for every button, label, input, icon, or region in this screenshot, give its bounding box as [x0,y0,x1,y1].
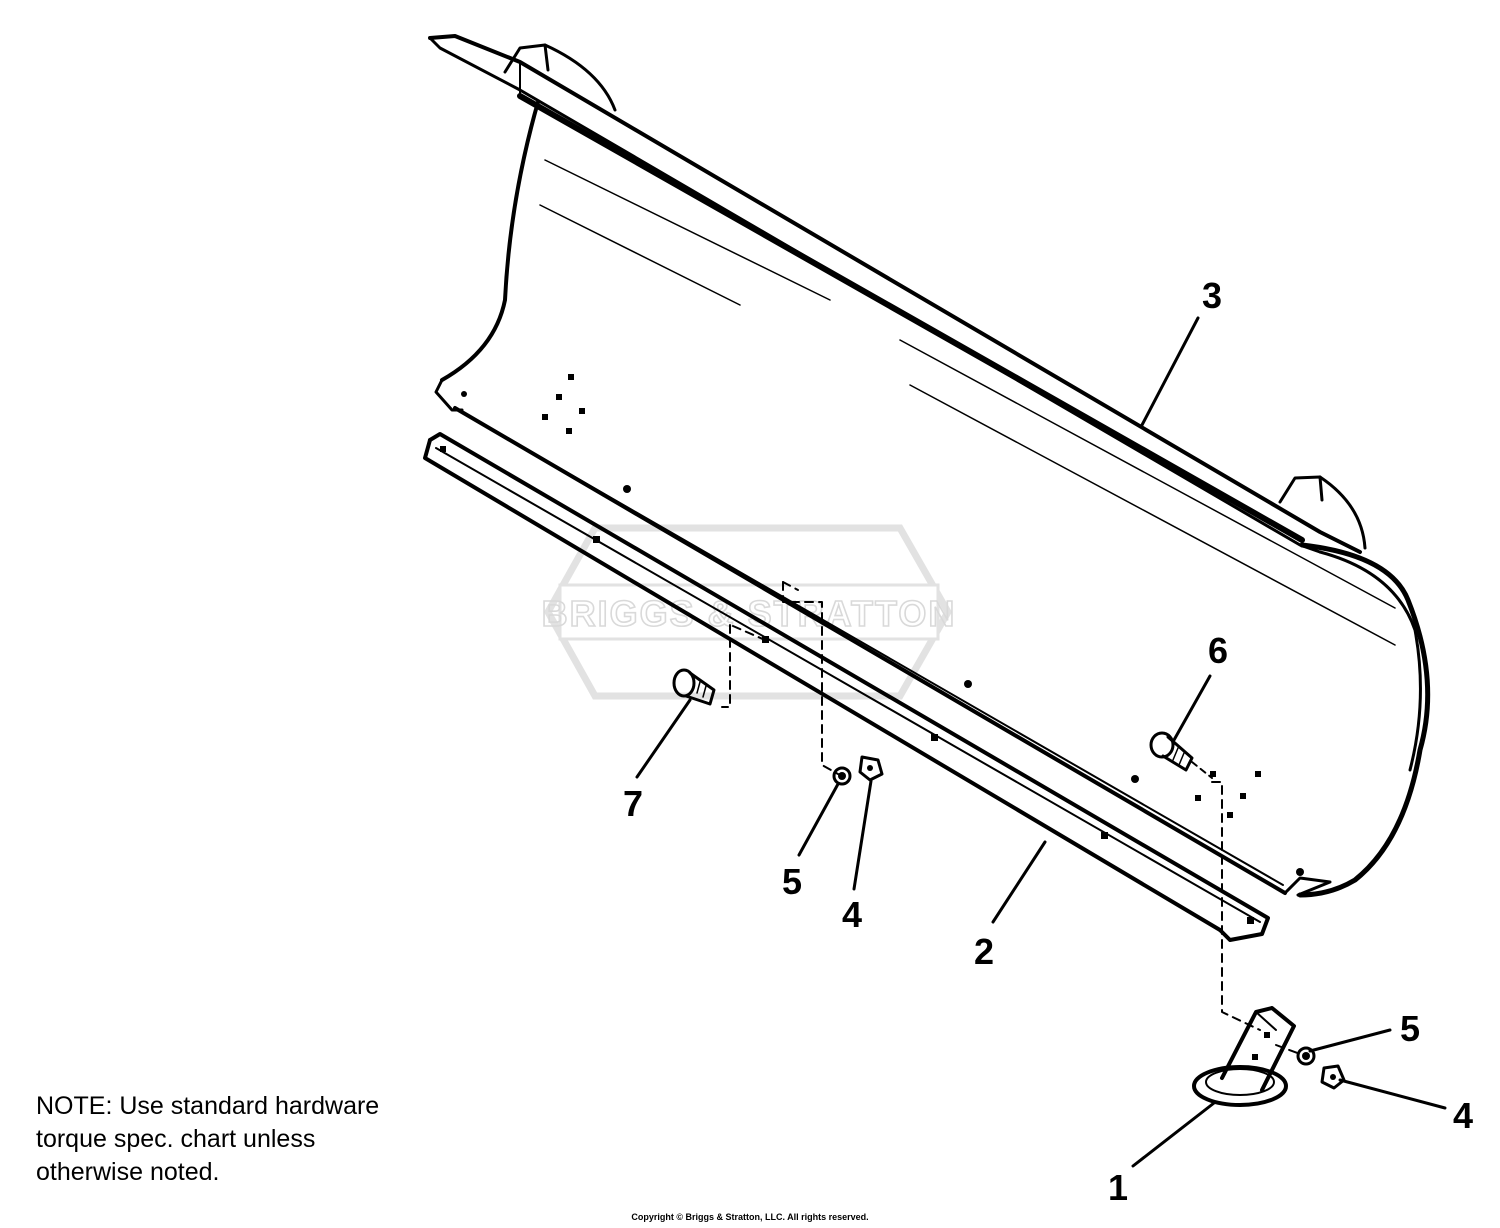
washer-nut-lower [1296,1046,1346,1090]
leader-4b [1338,1078,1447,1110]
leader-2 [991,840,1047,924]
leader-7 [635,698,692,779]
leader-5b [1308,1028,1392,1053]
note-line-1: NOTE: Use standard hardware [36,1092,380,1120]
leader-3 [1140,316,1200,427]
callout-1: 1 [1108,1167,1128,1208]
assembly-guide-lines [721,581,1301,1055]
skid-shoe-part-1 [1192,1006,1296,1107]
briggs-stratton-watermark: BRIGGS & STRATTON [541,524,955,700]
callout-numbers: 3 2 6 7 5 4 5 4 1 [623,275,1473,1208]
carriage-bolt-part-6 [1149,731,1194,772]
washer-nut-upper [832,755,884,786]
leader-6 [1172,674,1212,742]
callout-5-lower: 5 [1400,1008,1420,1049]
moldboard-part-3 [428,34,1431,898]
copyright-notice: Copyright © Briggs & Stratton, LLC. All … [631,1212,869,1222]
callout-6: 6 [1208,630,1228,671]
leader-5a [797,782,840,857]
callout-4-upper: 4 [842,894,862,935]
note-line-3: otherwise noted. [36,1158,220,1186]
callout-2: 2 [974,931,994,972]
torque-note: NOTE: Use standard hardware torque spec.… [36,1090,506,1189]
cutting-edge-part-2 [423,432,1270,942]
leader-4a [852,779,873,891]
carriage-bolt-part-7 [672,668,716,706]
callout-3: 3 [1202,275,1222,316]
callout-leaders [635,316,1447,1168]
callout-7: 7 [623,783,643,824]
leader-1 [1131,1101,1216,1168]
callout-4-lower: 4 [1453,1095,1473,1136]
callout-5-upper: 5 [782,861,802,902]
note-line-2: torque spec. chart unless [36,1125,316,1153]
moldboard-bolt-holes [461,374,1304,876]
